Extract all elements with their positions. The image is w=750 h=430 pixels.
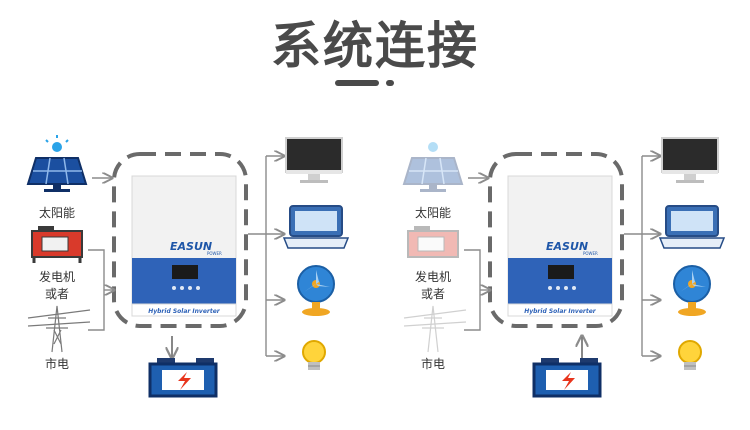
inverter-brand: EASUN	[170, 240, 212, 253]
bulb-icon	[678, 340, 702, 370]
inverter-brand-sub: POWER	[207, 251, 222, 256]
fan-icon	[673, 265, 711, 316]
generator-icon	[407, 226, 459, 258]
title-underline-dot	[386, 80, 394, 86]
label-generator: 发电机	[414, 270, 451, 284]
solar-panel-icon	[402, 142, 464, 192]
label-grid: 市电	[420, 357, 445, 371]
inverter-brand: EASUN	[546, 240, 588, 253]
title-underline-long	[335, 80, 379, 86]
bulb-icon	[302, 340, 326, 370]
inverter-model: Hybrid Solar Inverter	[524, 308, 597, 315]
power-tower-icon	[403, 305, 467, 353]
inverter-brand-sub: POWER	[583, 251, 598, 256]
label-solar: 太阳能	[38, 206, 75, 220]
laptop-icon	[658, 205, 726, 249]
solar-panel-icon	[26, 135, 88, 192]
inverter-frame	[488, 152, 624, 328]
inverter-unit	[131, 175, 237, 317]
battery-icon	[148, 358, 218, 398]
monitor-icon	[661, 137, 719, 183]
inverter-model: Hybrid Solar Inverter	[148, 308, 221, 315]
laptop-icon	[282, 205, 350, 249]
generator-icon	[31, 226, 83, 263]
power-tower-icon	[27, 305, 91, 353]
label-solar: 太阳能	[414, 206, 451, 220]
label-generator: 发电机	[38, 270, 75, 284]
battery-icon	[532, 358, 602, 398]
label-grid: 市电	[44, 357, 69, 371]
bracket-generator-grid	[464, 249, 481, 331]
label-or: 或者	[44, 287, 69, 301]
label-or: 或者	[420, 287, 445, 301]
inverter-unit	[507, 175, 613, 317]
fan-icon	[297, 265, 335, 316]
monitor-icon	[285, 137, 343, 183]
inverter-frame	[112, 152, 248, 328]
page-title: 系统连接	[271, 17, 479, 75]
